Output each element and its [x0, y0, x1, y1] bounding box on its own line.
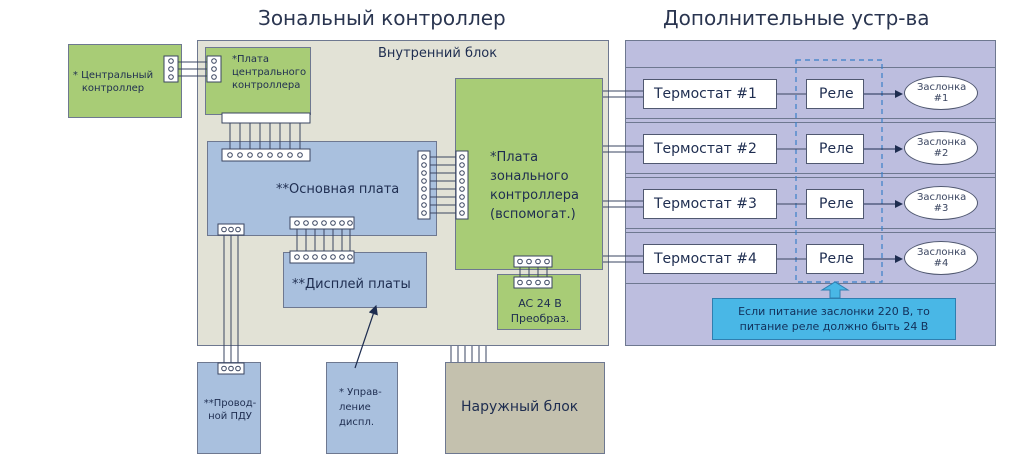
thermostat-wires [603, 90, 806, 263]
display-control-label: * Управ- ление диспл. [339, 387, 382, 428]
zone-controller-title: Зональный контроллер [258, 6, 506, 30]
damper-4: Заслонка #4 [904, 241, 978, 275]
relay-4: Реле [806, 244, 864, 274]
relay-damper-arrows [864, 90, 903, 263]
display-control-block: * Управ- ление диспл. [326, 362, 398, 454]
damper-3: Заслонка #3 [904, 186, 978, 220]
display-control-arrow [354, 304, 378, 369]
central-connector [163, 55, 222, 83]
relay-2: Реле [806, 134, 864, 164]
outdoor-unit-block: Наружный блок [445, 362, 605, 454]
wired-remote-label: **Провод- ной ПДУ [203, 398, 257, 422]
note-arrow [820, 281, 850, 299]
outdoor-unit-label: Наружный блок [461, 399, 579, 415]
central-main-bundle [221, 112, 311, 162]
central-controller-block: * Центральный контроллер [68, 44, 182, 118]
damper-1: Заслонка #1 [904, 76, 978, 110]
zone-board-label: *Плата зонального контроллера (вспомогат… [490, 150, 579, 222]
damper-2: Заслонка #2 [904, 131, 978, 165]
central-board-label: *Плата центрального контроллера [232, 54, 307, 91]
relay-group-outline [795, 59, 883, 283]
outdoor-wires [450, 346, 487, 362]
central-board-block: *Плата центрального контроллера [205, 47, 311, 115]
relay-3: Реле [806, 189, 864, 219]
zone-board-block: *Плата зонального контроллера (вспомогат… [455, 78, 603, 270]
thermostat-4: Термостат #4 [643, 244, 777, 274]
relay-1: Реле [806, 79, 864, 109]
main-board-label: **Основная плата [276, 182, 400, 197]
extra-devices-title: Дополнительные устр-ва [663, 6, 930, 30]
thermostat-1: Термостат #1 [643, 79, 777, 109]
relay-power-note: Если питание заслонки 220 В, то питание … [712, 298, 956, 340]
display-board-label: **Дисплей платы [292, 277, 411, 292]
thermostat-3: Термостат #3 [643, 189, 777, 219]
indoor-unit-label: Внутренний блок [378, 46, 498, 61]
main-remote-bundle [217, 223, 245, 375]
main-zone-bundle [417, 150, 469, 220]
central-controller-label: * Центральный контроллер [72, 70, 154, 94]
ac-converter-label: AC 24 В Преобраз. [510, 297, 570, 325]
zone-converter-bundle [513, 255, 553, 289]
main-display-bundle [289, 216, 355, 264]
thermostat-2: Термостат #2 [643, 134, 777, 164]
